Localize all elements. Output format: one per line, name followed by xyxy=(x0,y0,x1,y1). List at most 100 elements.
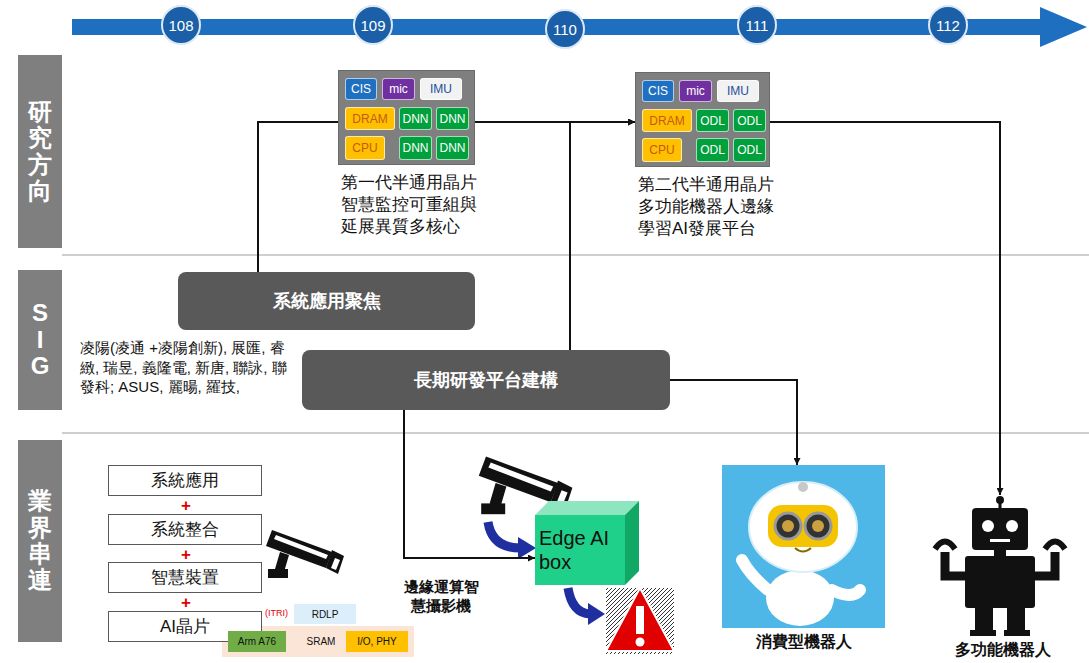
ip-block: SRAM xyxy=(300,631,342,652)
node-label: 長期研發平台建構 xyxy=(414,368,558,392)
platform-box: 長期研發平台建構 xyxy=(302,350,670,410)
cpu-chip: CPU xyxy=(642,138,682,162)
connector xyxy=(258,122,338,272)
core-chip: ODL xyxy=(733,109,766,132)
node-label: IMU xyxy=(430,82,452,96)
robot-figure: 消費型機器人 xyxy=(722,465,885,628)
node-label: CIS xyxy=(351,82,371,96)
device-caption: 邊緣運算智慧攝影機 xyxy=(400,578,482,616)
ip-block: RDLP xyxy=(294,604,356,624)
dram-chip: DRAM xyxy=(642,109,692,132)
node-label: 研究方向 xyxy=(28,99,52,205)
warning-icon xyxy=(606,588,674,654)
node-label: ODL xyxy=(700,143,725,157)
mic-chip: mic xyxy=(382,78,415,100)
node-label: mic xyxy=(389,82,408,96)
robot-figure: 多功能機器人 xyxy=(930,495,1075,636)
node-label: ODL xyxy=(737,143,762,157)
node-label: DNN xyxy=(403,141,429,155)
node-label: ODL xyxy=(700,114,725,128)
connector xyxy=(570,122,635,350)
row-band: SIG xyxy=(18,270,62,410)
node-label: 110 xyxy=(553,21,577,38)
separator-line xyxy=(62,255,1089,433)
camera-icon xyxy=(266,530,344,578)
cpu-chip: CPU xyxy=(345,136,385,160)
node-label: RDLP xyxy=(312,609,339,620)
year-marker: 111 xyxy=(737,5,777,45)
node-label: CPU xyxy=(649,143,674,157)
stack-box: 系統整合 xyxy=(108,514,262,545)
core-chip: ODL xyxy=(696,109,729,132)
chip-block: 第二代半通用晶片 多功能機器人邊緣 學習AI發展平台CISmicIMUDRAMO… xyxy=(635,72,770,167)
ip-block: I/O, PHY xyxy=(346,631,408,652)
stack-box: 系統應用 xyxy=(108,465,262,496)
ip-block: Arm A76 xyxy=(228,631,286,652)
plus-sign: + xyxy=(178,546,194,563)
core-chip: DNN xyxy=(399,107,432,130)
node-label: SRAM xyxy=(307,636,336,647)
timeline-arrow xyxy=(72,7,1087,47)
connector xyxy=(770,122,1000,495)
edge-box: Edge AI box xyxy=(535,515,625,585)
connector xyxy=(670,380,797,465)
node-label: DNN xyxy=(440,112,466,126)
node-caption: 多功能機器人 xyxy=(920,640,1085,661)
node-label: 112 xyxy=(936,17,960,34)
imu-chip: IMU xyxy=(420,78,462,100)
core-chip: DNN xyxy=(399,136,432,160)
node-caption: 第一代半通用晶片 智慧監控可重組與 延展異質多核心 xyxy=(341,172,483,238)
connector xyxy=(404,410,535,558)
node-label: 系統應用 xyxy=(151,469,219,492)
core-chip: DNN xyxy=(436,136,469,160)
multi-robot-picture xyxy=(935,496,1065,636)
mic-chip: mic xyxy=(679,80,712,102)
year-marker: 110 xyxy=(545,9,585,49)
node-label: Edge AI box xyxy=(539,526,625,574)
node-label: Arm A76 xyxy=(238,636,276,647)
cis-chip: CIS xyxy=(345,78,377,100)
node-label: mic xyxy=(686,84,705,98)
node-label: 108 xyxy=(168,17,193,34)
row-band: 研究方向 xyxy=(18,55,62,248)
focus-box: 系統應用聚焦 xyxy=(178,272,475,330)
imu-chip: IMU xyxy=(717,80,759,102)
node-label: SIG xyxy=(30,300,49,379)
core-chip: ODL xyxy=(696,138,729,162)
cis-chip: CIS xyxy=(642,80,674,102)
node-label: 111 xyxy=(746,17,769,34)
year-marker: 108 xyxy=(161,5,201,45)
chip-background xyxy=(222,626,414,657)
node-label: CIS xyxy=(648,84,668,98)
node-label: DNN xyxy=(440,141,466,155)
node-caption: 消費型機器人 xyxy=(712,632,895,653)
node-label: 系統應用聚焦 xyxy=(273,289,381,313)
core-chip: DNN xyxy=(436,107,469,130)
year-marker: 109 xyxy=(353,5,393,45)
core-chip: ODL xyxy=(733,138,766,162)
stack-box: 智慧裝置 xyxy=(108,562,262,593)
stack-box: AI晶片 xyxy=(108,611,262,642)
node-label: DRAM xyxy=(649,114,684,128)
node-label: ODL xyxy=(737,114,762,128)
node-label: CPU xyxy=(352,141,377,155)
node-label: I/O, PHY xyxy=(357,636,396,647)
row-band: 業界串連 xyxy=(18,440,62,642)
node-label: DNN xyxy=(403,112,429,126)
node-caption: 第二代半通用晶片 多功能機器人邊緣 學習AI發展平台 xyxy=(638,174,780,240)
node-label: 系統整合 xyxy=(151,518,219,541)
year-marker: 112 xyxy=(928,5,968,45)
consumer-robot-picture xyxy=(722,465,885,628)
org-tag: (ITRI) xyxy=(265,609,293,619)
plus-sign: + xyxy=(178,594,194,611)
node-label: DRAM xyxy=(352,112,387,126)
node-label: 109 xyxy=(360,17,385,34)
node-label: IMU xyxy=(727,84,749,98)
member-list: 凌陽(凌通 +凌陽創新), 展匯, 睿緻, 瑞昱, 義隆電, 新唐, 聯詠, 聯… xyxy=(80,338,295,397)
plus-sign: + xyxy=(178,497,194,514)
blue-arrow xyxy=(488,522,605,625)
cube-faces xyxy=(535,501,639,585)
node-label: 業界串連 xyxy=(28,488,52,594)
